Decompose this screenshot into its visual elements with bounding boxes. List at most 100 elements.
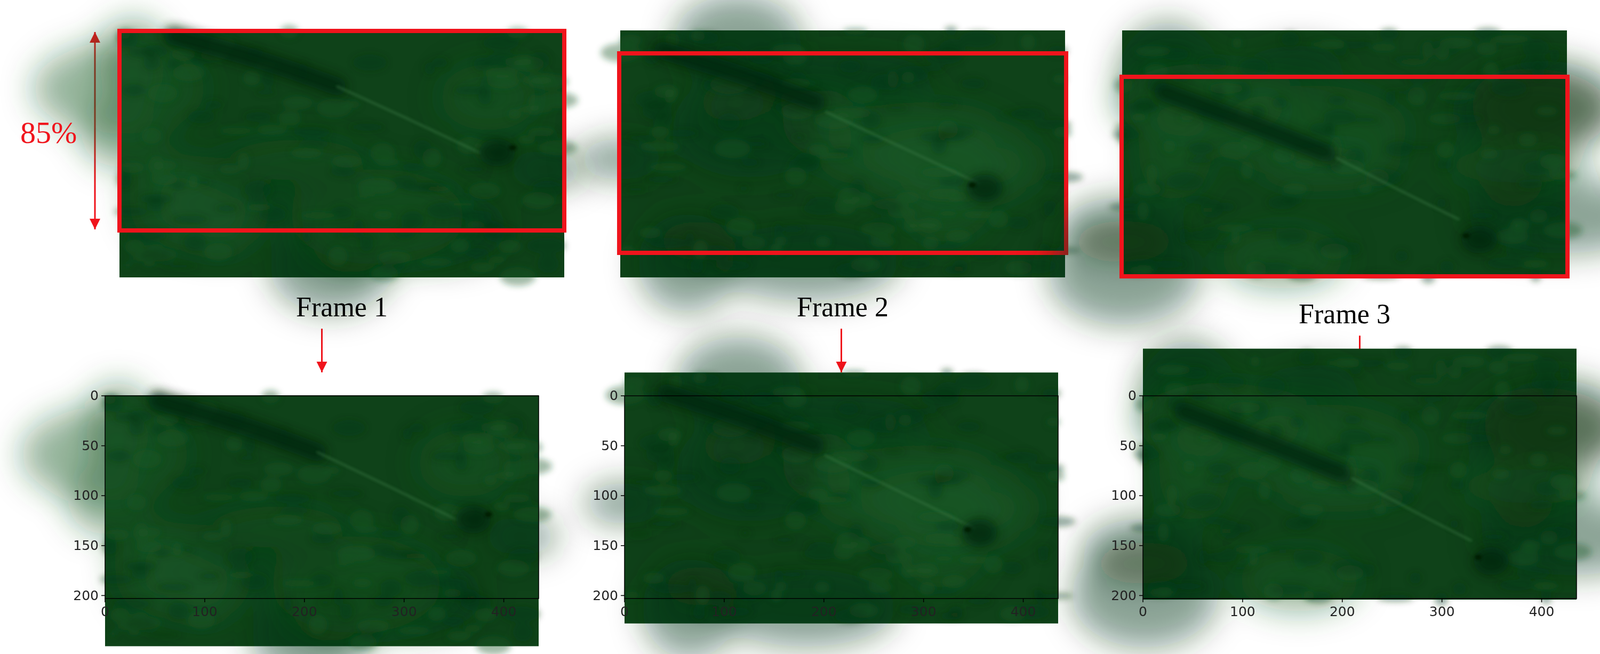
x-tick-label: 400 xyxy=(491,604,517,620)
tick-mark xyxy=(204,598,206,603)
crop-box xyxy=(119,30,565,231)
frame-image xyxy=(119,30,565,278)
y-tick-label: 100 xyxy=(73,488,99,503)
plot-spine xyxy=(1142,395,1577,599)
tick-mark xyxy=(1242,598,1244,603)
crop-arrow xyxy=(321,328,323,373)
light-track xyxy=(317,452,456,520)
height-percent: 85% xyxy=(20,115,77,150)
video-frame: Frame 3 xyxy=(1122,30,1567,334)
crop-arrow xyxy=(840,328,843,373)
tick-mark xyxy=(101,445,106,447)
x-tick-label: 300 xyxy=(391,604,418,620)
y-tick-label: 50 xyxy=(601,438,619,454)
x-tick-label: 400 xyxy=(1010,604,1037,620)
x-tick-label: 300 xyxy=(1429,604,1455,620)
field-texture xyxy=(1130,345,1592,606)
frame-image xyxy=(1122,30,1567,278)
tick-mark xyxy=(1142,598,1144,603)
dark-streak xyxy=(1163,91,1327,154)
y-tick-label: 150 xyxy=(592,538,619,554)
plot-axes xyxy=(105,395,539,599)
tick-mark xyxy=(620,445,625,447)
frame-label: Frame 3 xyxy=(1122,298,1567,330)
tick-mark xyxy=(624,598,626,603)
video-frame: Frame 1 xyxy=(119,30,565,327)
y-tick-label: 0 xyxy=(90,388,99,404)
x-tick-label: 0 xyxy=(100,604,110,620)
tick-mark xyxy=(1341,598,1343,603)
dark-patch xyxy=(1473,546,1509,575)
tick-mark xyxy=(1139,494,1143,496)
tick-mark xyxy=(620,595,625,597)
dark-spot xyxy=(508,145,517,151)
tick-mark xyxy=(723,598,725,603)
dark-streak xyxy=(666,393,816,446)
crop-box xyxy=(1121,76,1568,277)
field-patches xyxy=(583,336,1038,654)
x-tick-label: 100 xyxy=(711,604,738,620)
x-tick-label: 0 xyxy=(620,604,629,620)
tick-mark xyxy=(620,494,625,496)
plot-spine xyxy=(624,395,1059,599)
dark-patch xyxy=(478,138,516,167)
light-track xyxy=(825,455,975,528)
dark-spot xyxy=(968,182,976,188)
y-tick-label: 50 xyxy=(1119,438,1137,454)
y-tick-label: 200 xyxy=(592,588,619,604)
y-tick-label: 100 xyxy=(1110,488,1137,503)
dark-patch xyxy=(962,518,998,548)
light-track xyxy=(826,112,980,184)
plot-spine xyxy=(105,395,539,599)
x-tick-label: 100 xyxy=(1229,604,1256,620)
light-track xyxy=(1336,157,1459,220)
tick-mark xyxy=(503,598,505,603)
dark-patch xyxy=(1461,225,1498,254)
plot-image xyxy=(105,395,539,599)
tick-mark xyxy=(620,545,625,547)
x-tick-label: 200 xyxy=(291,604,318,620)
tick-mark xyxy=(1139,445,1143,447)
frame-label: Frame 1 xyxy=(119,291,565,323)
dark-streak xyxy=(662,50,816,102)
x-tick-label: 0 xyxy=(1138,604,1148,620)
field-patches xyxy=(1048,21,1600,326)
dark-spot xyxy=(484,511,493,517)
tick-mark xyxy=(1441,598,1443,603)
tick-mark xyxy=(1541,598,1543,603)
y-tick-label: 50 xyxy=(81,438,99,454)
x-tick-label: 200 xyxy=(1329,604,1356,620)
dark-patch xyxy=(966,174,1003,203)
field-patches xyxy=(578,0,1045,312)
tick-mark xyxy=(304,598,306,603)
plot-axes xyxy=(624,395,1059,599)
y-tick-label: 150 xyxy=(1110,538,1137,554)
cropped-plot: 0501001502000100200300400 xyxy=(1142,395,1577,599)
plot-image xyxy=(624,395,1059,599)
field-texture xyxy=(99,389,552,654)
x-tick-label: 100 xyxy=(192,604,218,620)
tick-mark xyxy=(823,598,825,603)
tick-mark xyxy=(104,598,106,603)
tick-mark xyxy=(1139,395,1143,397)
field-texture xyxy=(600,26,1083,277)
field-texture xyxy=(114,25,579,286)
dark-patch xyxy=(455,505,491,534)
dark-streak xyxy=(173,35,338,87)
field-patches xyxy=(21,384,559,654)
field-patches xyxy=(1070,339,1600,648)
tick-mark xyxy=(923,598,925,603)
field-texture xyxy=(1109,27,1583,284)
x-tick-label: 400 xyxy=(1529,604,1555,620)
video-frame: Frame 2 xyxy=(620,30,1066,327)
tick-mark xyxy=(403,598,405,603)
tick-mark xyxy=(101,595,106,597)
x-tick-label: 200 xyxy=(811,604,837,620)
y-tick-label: 200 xyxy=(73,588,99,604)
dark-streak xyxy=(1182,410,1342,474)
tick-mark xyxy=(1022,598,1024,603)
dark-spot xyxy=(1474,554,1483,560)
light-track xyxy=(337,86,480,153)
plot-image xyxy=(1142,395,1577,599)
tick-mark xyxy=(101,545,106,547)
